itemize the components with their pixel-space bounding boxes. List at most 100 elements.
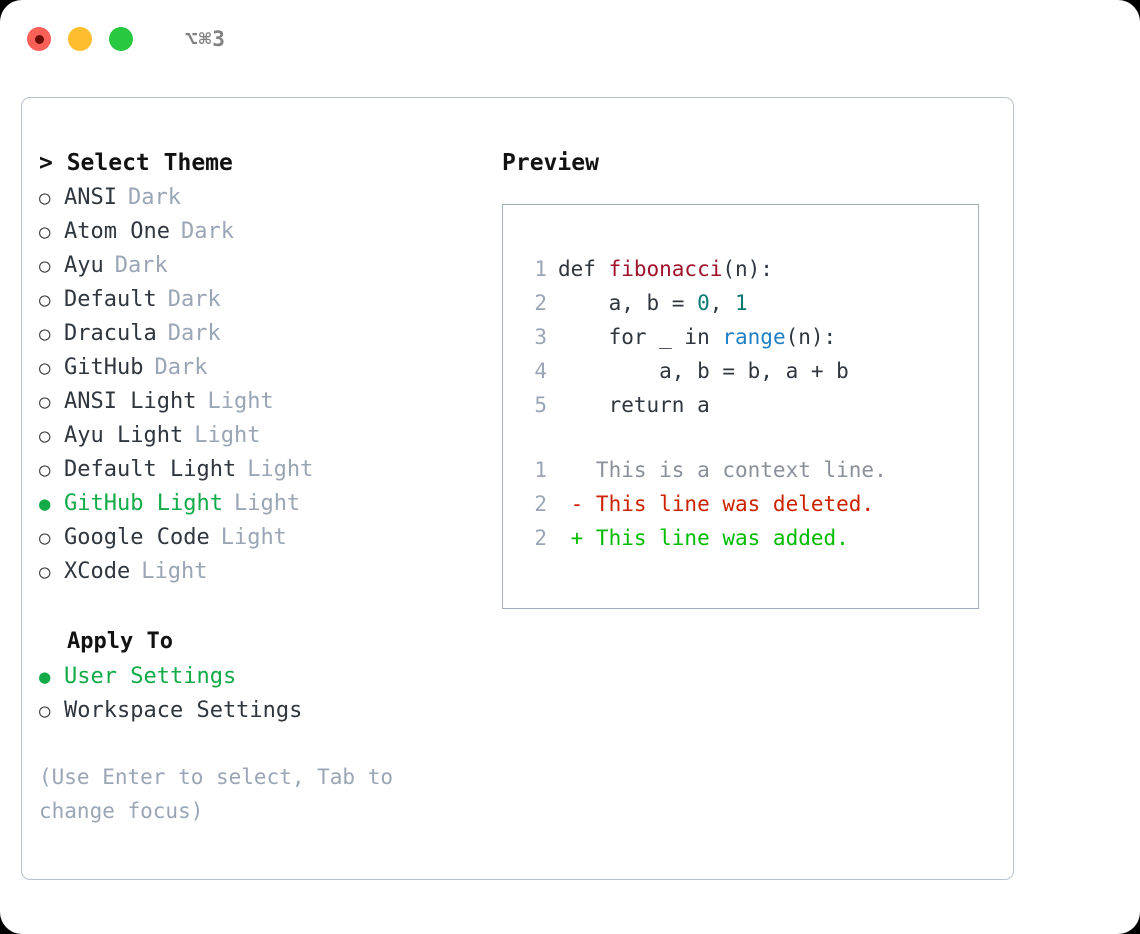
- theme-option-label: Google Code: [64, 525, 210, 550]
- theme-category-badge: Light: [194, 423, 261, 448]
- theme-option-label: ANSI: [64, 185, 117, 210]
- theme-category-badge: Dark: [114, 253, 168, 278]
- theme-option-default[interactable]: ○ Default Dark: [39, 283, 487, 317]
- radio-unselected-icon: ○: [39, 289, 51, 311]
- theme-option-label: Ayu: [64, 253, 104, 278]
- radio-unselected-icon: ○: [39, 255, 51, 277]
- diff-line-del: 2 - This line was deleted.: [521, 487, 978, 521]
- theme-option-xcode[interactable]: ○ XCode Light: [39, 555, 487, 589]
- theme-option-github[interactable]: ○ GitHub Dark: [39, 351, 487, 385]
- radio-selected-icon: ●: [39, 493, 51, 515]
- radio-unselected-icon: ○: [39, 323, 51, 345]
- theme-option-label: XCode: [64, 559, 131, 584]
- line-number: 1: [534, 458, 547, 482]
- radio-unselected-icon: ○: [39, 700, 51, 722]
- diff-line-text: - This line was deleted.: [558, 492, 875, 516]
- line-number: 2: [534, 291, 547, 315]
- window-controls: [27, 27, 133, 51]
- code-token: a, b =: [558, 291, 698, 315]
- theme-category-badge: Light: [220, 525, 287, 550]
- theme-category-badge: Light: [207, 389, 274, 414]
- code-token: for _ in: [558, 325, 723, 349]
- code-token: 0: [697, 291, 710, 315]
- theme-category-badge: Light: [141, 559, 208, 584]
- preview-heading: Preview: [502, 150, 599, 176]
- theme-option-ayu[interactable]: ○ Ayu Dark: [39, 249, 487, 283]
- apply-to-option-label: Workspace Settings: [64, 698, 303, 723]
- maximize-window-button[interactable]: [109, 27, 133, 51]
- keyboard-shortcut-label: ⌥⌘3: [185, 27, 226, 51]
- radio-unselected-icon: ○: [39, 459, 51, 481]
- code-line: 1 def fibonacci(n):: [521, 252, 978, 286]
- theme-option-default-light[interactable]: ○ Default Light Light: [39, 453, 487, 487]
- theme-option-label: Dracula: [64, 321, 157, 346]
- theme-category-badge: Dark: [180, 219, 234, 244]
- title-bar: ⌥⌘3: [0, 0, 1140, 78]
- code-token: 1: [735, 291, 748, 315]
- line-number: 4: [534, 359, 547, 383]
- code-line-text: a, b = 0, 1: [558, 286, 748, 320]
- keyboard-hint-text: (Use Enter to select, Tab to change focu…: [39, 765, 406, 823]
- line-number: 1: [534, 257, 547, 281]
- code-line-text: def fibonacci(n):: [558, 252, 773, 286]
- diff-line-text: + This line was added.: [558, 526, 849, 550]
- radio-unselected-icon: ○: [39, 187, 51, 209]
- theme-category-badge: Dark: [154, 355, 208, 380]
- apply-to-heading: Apply To: [67, 629, 173, 654]
- radio-unselected-icon: ○: [39, 357, 51, 379]
- theme-option-ayu-light[interactable]: ○ Ayu Light Light: [39, 419, 487, 453]
- apply-to-option-workspace-settings[interactable]: ○ Workspace Settings: [39, 694, 487, 728]
- apply-to-option-label: User Settings: [64, 664, 237, 689]
- line-number: 2: [534, 526, 547, 550]
- theme-option-label: Default Light: [64, 457, 237, 482]
- diff-line-text: This is a context line.: [558, 458, 887, 482]
- diff-line-ctx: 1 This is a context line.: [521, 453, 978, 487]
- code-token: a, b = b, a + b: [558, 359, 849, 383]
- diff-line-add: 2 + This line was added.: [521, 521, 978, 555]
- apply-to-option-user-settings[interactable]: ●User Settings: [39, 660, 487, 694]
- code-line-text: return a: [558, 388, 710, 422]
- line-number: 2: [534, 492, 547, 516]
- code-line-text: for _ in range(n):: [558, 320, 837, 354]
- code-line: 4 a, b = b, a + b: [521, 354, 978, 388]
- theme-category-badge: Dark: [127, 185, 181, 210]
- theme-category-badge: Light: [247, 457, 314, 482]
- code-line: 3 for _ in range(n):: [521, 320, 978, 354]
- code-line-text: a, b = b, a + b: [558, 354, 849, 388]
- radio-unselected-icon: ○: [39, 561, 51, 583]
- diff-block: 1 This is a context line.2 - This line w…: [521, 453, 978, 555]
- radio-unselected-icon: ○: [39, 391, 51, 413]
- theme-option-dracula[interactable]: ○ Dracula Dark: [39, 317, 487, 351]
- code-token: (n):: [785, 325, 837, 349]
- code-token: fibonacci: [608, 257, 723, 281]
- theme-option-label: Ayu Light: [64, 423, 184, 448]
- theme-option-label: Default: [64, 287, 157, 312]
- code-line: 2 a, b = 0, 1: [521, 286, 978, 320]
- line-number: 3: [534, 325, 547, 349]
- code-line: 5 return a: [521, 388, 978, 422]
- theme-option-ansi[interactable]: ○ ANSI Dark: [39, 181, 487, 215]
- code-token: def: [558, 257, 609, 281]
- line-number: 5: [534, 393, 547, 417]
- theme-category-badge: Dark: [167, 321, 221, 346]
- theme-option-label: GitHub: [64, 355, 144, 380]
- code-token: return a: [558, 393, 710, 417]
- theme-option-label: Atom One: [64, 219, 170, 244]
- minimize-window-button[interactable]: [68, 27, 92, 51]
- spacer: [39, 589, 487, 625]
- radio-unselected-icon: ○: [39, 425, 51, 447]
- theme-category-badge: Dark: [167, 287, 221, 312]
- theme-category-badge: Light: [233, 491, 301, 516]
- code-token: ,: [709, 291, 736, 315]
- apply-to-option-list: ●User Settings ○ Workspace Settings: [39, 660, 487, 728]
- close-window-button[interactable]: [27, 27, 51, 51]
